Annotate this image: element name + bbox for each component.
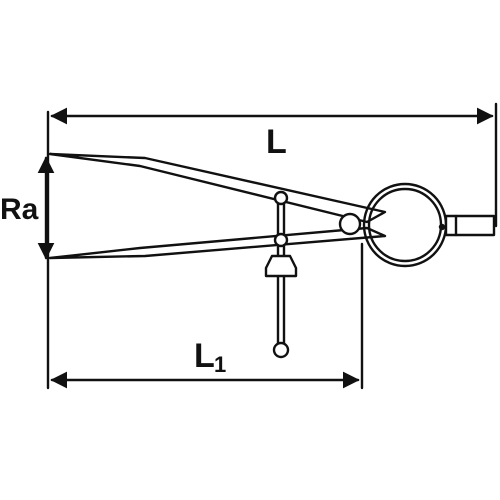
adjusting-nut xyxy=(264,254,298,278)
label-leg-length-subscript: 1 xyxy=(214,352,226,377)
screw-tip-ball xyxy=(272,341,290,359)
spring-ring-inner xyxy=(367,187,443,263)
lower-leg xyxy=(48,226,387,260)
screw-pin-lower xyxy=(273,232,289,248)
pivot-pin xyxy=(338,212,362,236)
upper-leg xyxy=(48,152,387,224)
spring-ring-outer xyxy=(362,182,448,268)
handle-stem xyxy=(444,214,496,237)
label-leg-length: L xyxy=(194,337,215,375)
screw-head-top xyxy=(273,190,289,206)
label-overall-length: L xyxy=(266,123,287,161)
label-radius: Ra xyxy=(0,193,39,226)
handle-rivet xyxy=(438,223,446,231)
